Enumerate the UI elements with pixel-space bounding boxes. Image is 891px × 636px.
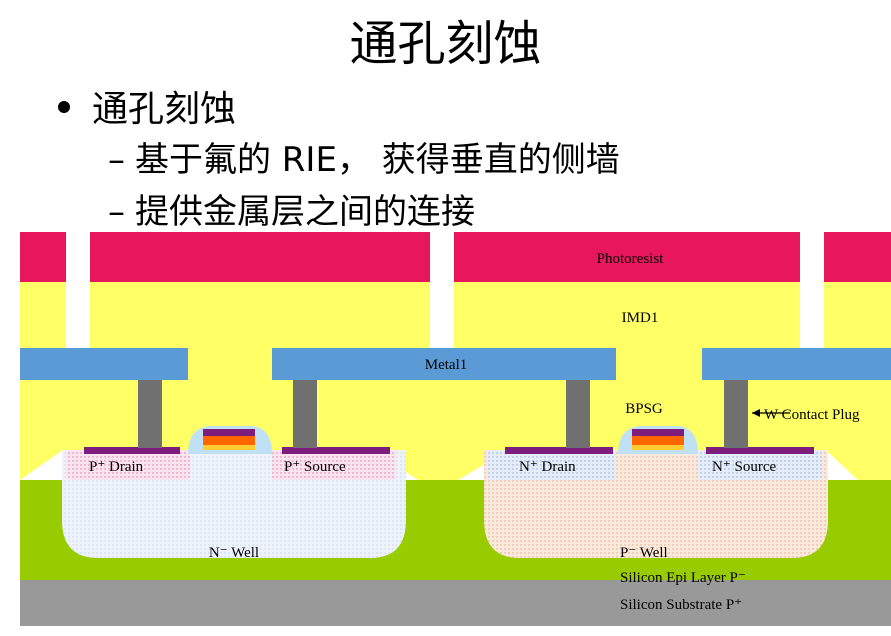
photoresist-segment-1	[20, 232, 66, 282]
label-bpsg: BPSG	[625, 401, 663, 417]
label-substrate: Silicon Substrate P⁺	[620, 597, 742, 613]
w-plug-1	[138, 378, 162, 448]
via-opening-1	[66, 232, 90, 348]
sub-item-connection: –提供金属层之间的连接	[108, 184, 475, 233]
sub-item-text: 提供金属层之间的连接	[135, 192, 475, 232]
silicide-p-source	[282, 447, 390, 454]
silicon-substrate	[20, 580, 891, 626]
silicide-p-drain	[84, 447, 180, 454]
bullet-dot	[58, 101, 70, 113]
label-imd1: IMD1	[622, 310, 659, 326]
nmos-gate	[618, 426, 698, 454]
label-n-well: N⁻ Well	[209, 545, 259, 561]
via-opening-2	[430, 232, 454, 348]
sub-item-rie: –基于氟的 RIE， 获得垂直的侧墙	[108, 132, 620, 181]
metal1-segment-1	[20, 348, 188, 380]
dash: –	[108, 140, 125, 180]
label-w-plug: W Contact Plug	[764, 407, 860, 423]
metal1-segment-2	[272, 348, 616, 380]
sub-item-text: 基于氟的 RIE， 获得垂直的侧墙	[135, 140, 620, 180]
label-p-drain: P⁺ Drain	[89, 459, 144, 475]
dash: –	[108, 192, 125, 232]
metal1-segment-3	[702, 348, 891, 380]
bullet-text: 通孔刻蚀	[92, 89, 237, 130]
w-plug-arrowhead	[752, 409, 760, 417]
label-n-source: N⁺ Source	[712, 459, 776, 475]
w-plug-2	[293, 378, 317, 448]
n-drain-region	[488, 450, 616, 480]
silicide-n-drain	[505, 447, 613, 454]
bullet-item: 通孔刻蚀	[58, 80, 236, 132]
label-p-source: P⁺ Source	[284, 459, 346, 475]
label-n-drain: N⁺ Drain	[519, 459, 576, 475]
photoresist-segment-2	[90, 232, 430, 282]
p-drain-region	[66, 450, 190, 480]
label-photoresist: Photoresist	[597, 251, 665, 267]
label-p-well: P⁻ Well	[620, 545, 668, 561]
photoresist-segment-3	[454, 232, 800, 282]
photoresist-segment-4	[824, 232, 891, 282]
via-opening-3	[800, 232, 824, 348]
slide-title: 通孔刻蚀	[349, 16, 542, 72]
w-plug-3	[566, 378, 590, 448]
w-plug-4	[724, 378, 748, 448]
label-epi-layer: Silicon Epi Layer P⁻	[620, 570, 746, 586]
label-metal1: Metal1	[425, 357, 468, 373]
n-source-region	[698, 450, 822, 480]
pmos-gate	[188, 426, 272, 454]
p-source-region	[272, 450, 396, 480]
silicide-n-source	[706, 447, 814, 454]
